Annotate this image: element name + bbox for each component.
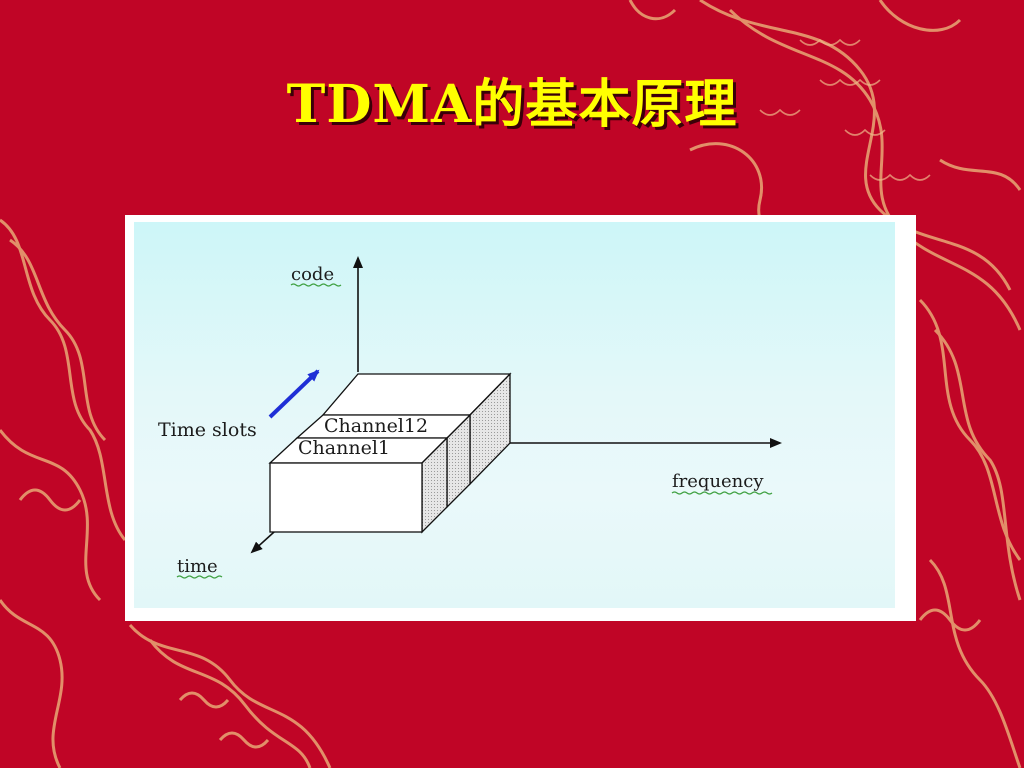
time-slots-label: Time slots <box>158 419 257 441</box>
dragon-left-side <box>0 218 127 768</box>
code-axis-label: code <box>291 264 334 285</box>
time-slots-arrow <box>268 369 320 419</box>
code-label-underline <box>290 283 342 287</box>
box-front-face <box>269 462 423 533</box>
dragon-bottom-left <box>128 624 332 768</box>
diagram-panel: Channel1 Channel12 Time slots code frequ… <box>134 222 895 608</box>
dragon-top-right-scales <box>759 38 931 181</box>
frequency-label-underline <box>671 491 773 495</box>
dragon-right-side <box>918 298 1022 768</box>
dragon-top-right <box>628 0 1022 331</box>
frequency-axis-label: frequency <box>672 471 764 492</box>
channel1-label: Channel1 <box>298 437 390 459</box>
time-axis-label: time <box>177 556 218 577</box>
tdma-diagram: Channel1 Channel12 Time slots code frequ… <box>158 256 782 579</box>
slide-title: TDMA的基本原理 <box>286 74 738 135</box>
figure-frame: Channel1 Channel12 Time slots code frequ… <box>125 215 916 621</box>
time-label-underline <box>176 575 223 579</box>
channel12-label: Channel12 <box>324 415 428 437</box>
